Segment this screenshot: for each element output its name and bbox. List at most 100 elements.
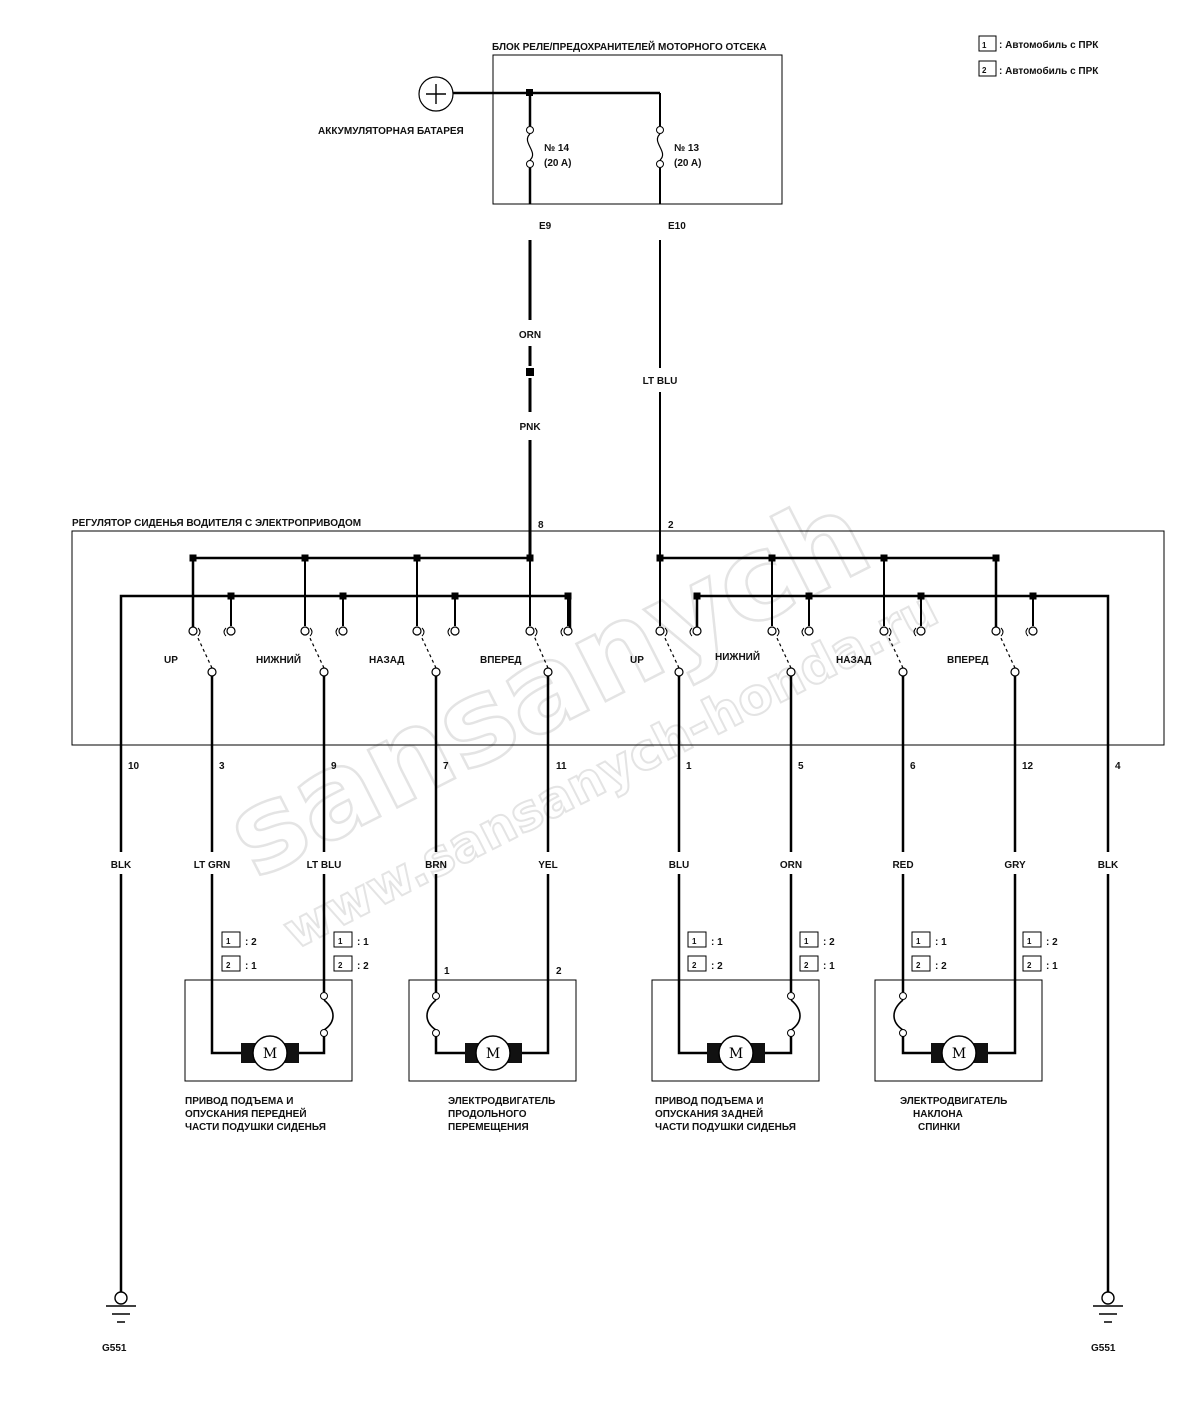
legend-text-2: : Автомобиль с ПРК (999, 65, 1099, 77)
motor-symbol: M (263, 1046, 277, 1062)
switch-contact (543, 667, 553, 677)
junction-dot (451, 592, 459, 600)
motor-1-label-1: ЭЛЕКТРОДВИГАТЕЛЬ (448, 1096, 555, 1107)
switch-contact (300, 626, 310, 636)
switch-arc (335, 627, 339, 637)
switch-contact (916, 626, 926, 636)
junction-dot (1029, 592, 1037, 600)
power-bus (453, 89, 661, 126)
wire-color-orn: ORN (780, 860, 802, 871)
legend-box-1: 1 (982, 41, 987, 50)
note-2-box2: 2 (692, 961, 697, 970)
switch-arc (534, 627, 538, 637)
switch-label-fwd-left: ВПЕРЕД (480, 655, 522, 666)
junction-dot (339, 592, 347, 600)
junction-dot (189, 554, 197, 562)
note-0-val2: : 1 (245, 961, 257, 972)
motor-icon (941, 1035, 977, 1071)
switch-contact (412, 626, 422, 636)
switch-blade (999, 635, 1016, 669)
switch-contact (563, 626, 573, 636)
note-3-box1: 1 (804, 937, 809, 946)
switch-contact (1010, 667, 1020, 677)
wire-color-yel: YEL (538, 860, 557, 871)
switch-arc (888, 627, 892, 637)
motor-slide: 1 2 M ЭЛЕКТРОДВИГАТЕЛЬ ПРОДОЛЬНОГО ПЕРЕМ… (408, 745, 577, 1133)
switch-pin-8: 8 (538, 520, 544, 531)
junction-dot (656, 554, 664, 562)
motor-0-label-3: ЧАСТИ ПОДУШКИ СИДЕНЬЯ (185, 1122, 326, 1133)
switch-contact (767, 626, 777, 636)
motor-3-label-1: ЭЛЕКТРОДВИГАТЕЛЬ (900, 1096, 1007, 1107)
fuse-13: № 13 (20 A) (656, 126, 701, 204)
switch-arc (664, 627, 668, 637)
motor-2-label-3: ЧАСТИ ПОДУШКИ СИДЕНЬЯ (655, 1122, 796, 1133)
switch-arc (1000, 627, 1004, 637)
switch-label-up-left: UP (164, 655, 178, 666)
legend: 1 : Автомобиль с ПРК 2 : Автомобиль с ПР… (978, 35, 1099, 77)
junction-dot (564, 592, 572, 600)
watermark: sansanych www.sansanych-honda.ru (204, 464, 948, 962)
junction-dot (917, 592, 925, 600)
switch-label-down-left: НИЖНИЙ (256, 653, 301, 666)
ground-right: G551 (1091, 1291, 1123, 1354)
motor-icon (718, 1035, 754, 1071)
pin-6: 6 (910, 761, 916, 772)
junction-dot (992, 554, 1000, 562)
switch-blade (308, 635, 325, 669)
connector-notes: 1 : 2 2 : 1 1 : 1 2 : 2 1 : 1 2 : 2 1 : … (221, 931, 1058, 972)
motor-pin-2: 2 (556, 966, 562, 977)
ground-label-right: G551 (1091, 1343, 1116, 1354)
pin-10: 10 (128, 761, 140, 772)
battery: АККУМУЛЯТОРНАЯ БАТАРЕЯ (318, 76, 464, 137)
switch-contact (525, 626, 535, 636)
motor-2-label-1: ПРИВОД ПОДЪЕМА И (655, 1096, 763, 1107)
switch-contact (991, 626, 1001, 636)
wire-color-lt-grn: LT GRN (194, 860, 230, 871)
switch-arc (223, 627, 227, 637)
note-1-box1: 1 (338, 937, 343, 946)
note-1-val2: : 2 (357, 961, 369, 972)
motor-icon (252, 1035, 288, 1071)
wire-color-blk-left: BLK (111, 860, 132, 871)
note-5-box2: 2 (1027, 961, 1032, 970)
switch-contact (786, 667, 796, 677)
switch-arc (776, 627, 780, 637)
switch-arc (560, 627, 564, 637)
switch-contact (226, 626, 236, 636)
junction-dot (768, 554, 776, 562)
motor-1-label-3: ПЕРЕМЕЩЕНИЯ (448, 1122, 529, 1133)
fuse-block: БЛОК РЕЛЕ/ПРЕДОХРАНИТЕЛЕЙ МОТОРНОГО ОТСЕ… (492, 40, 783, 205)
terminal-e10: E10 (668, 221, 686, 232)
battery-label: АККУМУЛЯТОРНАЯ БАТАРЕЯ (318, 126, 464, 137)
switch-label-up-right: UP (630, 655, 644, 666)
legend-box-2: 2 (982, 66, 987, 75)
pin-1: 1 (686, 761, 692, 772)
note-2-val2: : 2 (711, 961, 723, 972)
fuse-13-rating: (20 A) (674, 158, 701, 169)
wire-color-blk-right: BLK (1098, 860, 1119, 871)
note-0-box2: 2 (226, 961, 231, 970)
switch-arc (801, 627, 805, 637)
note-2-box1: 1 (692, 937, 697, 946)
fuse-14: № 14 (20 A) (526, 126, 571, 204)
wire-color-brn: BRN (425, 860, 447, 871)
fuse-block-title: БЛОК РЕЛЕ/ПРЕДОХРАНИТЕЛЕЙ МОТОРНОГО ОТСЕ… (492, 40, 767, 53)
pin-11: 11 (556, 761, 567, 772)
wire-color-gry: GRY (1004, 860, 1026, 871)
motor-pin-1: 1 (444, 966, 450, 977)
output-wires: 10 3 9 7 11 1 5 6 12 4 BLK LT GRN LT BLU… (111, 745, 1121, 1292)
switch-contact (1028, 626, 1038, 636)
motor-rear-lift: M ПРИВОД ПОДЪЕМА И ОПУСКАНИЯ ЗАДНЕЙ ЧАСТ… (651, 745, 820, 1133)
switch-contact (804, 626, 814, 636)
switch-contact (655, 626, 665, 636)
note-2-val1: : 1 (711, 937, 723, 948)
fuse-14-rating: (20 A) (544, 158, 571, 169)
motor-2-label-2: ОПУСКАНИЯ ЗАДНЕЙ (655, 1107, 763, 1120)
note-3-box2: 2 (804, 961, 809, 970)
note-4-box1: 1 (916, 937, 921, 946)
ground-label-left: G551 (102, 1343, 127, 1354)
switch-contact (338, 626, 348, 636)
fuse-14-number: № 14 (544, 143, 569, 154)
